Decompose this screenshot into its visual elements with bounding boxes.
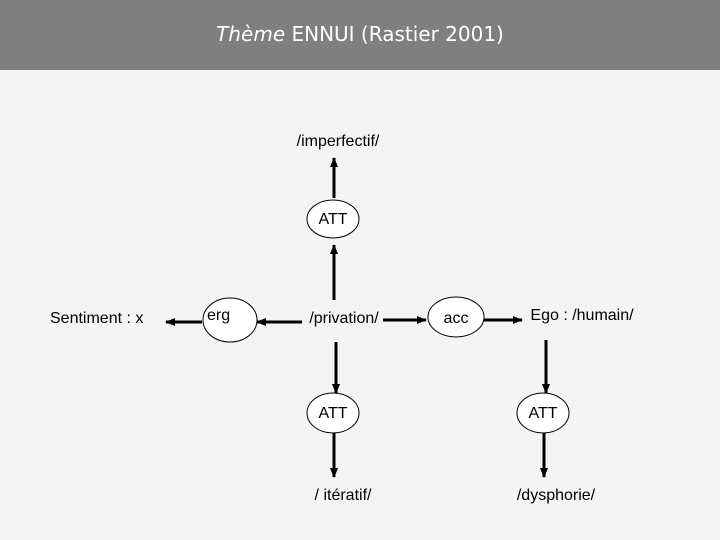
att-right-label: ATT (528, 405, 557, 422)
att-right-node (516, 392, 570, 434)
att-mid-label: ATT (318, 405, 347, 422)
att-top-label: ATT (318, 211, 347, 228)
title-italic: Thème (216, 22, 286, 46)
ego-label: Ego : /humain/ (530, 307, 634, 324)
diagram-canvas (0, 70, 720, 540)
privation-label: /privation/ (309, 310, 379, 327)
imperfectif-label: /imperfectif/ (297, 133, 380, 150)
erg-node (202, 297, 258, 343)
att-top-node (306, 199, 360, 239)
sentiment-label: Sentiment : x (50, 310, 143, 327)
erg-label: erg (207, 307, 230, 324)
title-bar: Thème ENNUI (Rastier 2001) (0, 0, 720, 70)
acc-node (427, 296, 485, 338)
acc-label: acc (444, 310, 469, 327)
iteratif-label: / itératif/ (315, 487, 372, 504)
slide-title: Thème ENNUI (Rastier 2001) (0, 22, 720, 46)
att-mid-node (306, 392, 360, 434)
dysphorie-label: /dysphorie/ (517, 487, 596, 504)
title-rest: ENNUI (Rastier 2001) (285, 22, 504, 46)
